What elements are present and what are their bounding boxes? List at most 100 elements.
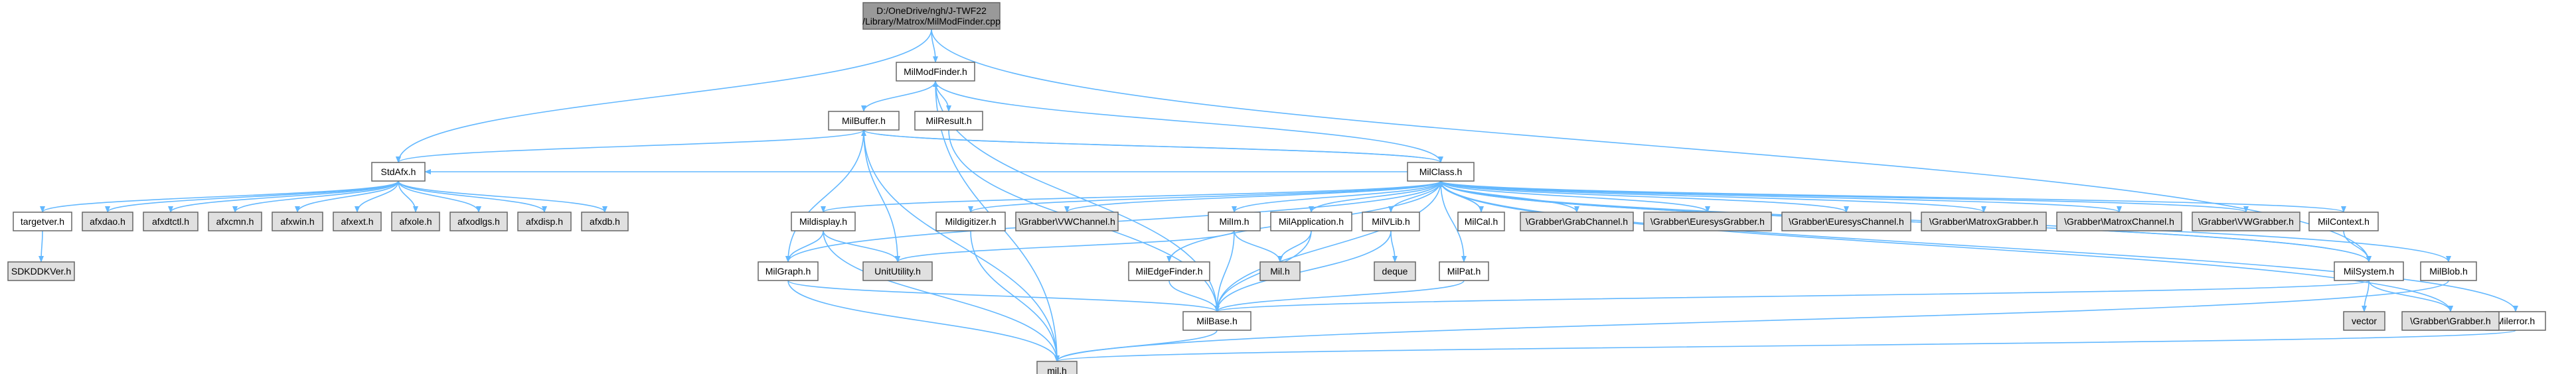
node-box[interactable] xyxy=(1182,311,1251,331)
node-label: afxdao.h xyxy=(90,216,125,227)
node-box[interactable] xyxy=(1407,162,1475,182)
node-box[interactable] xyxy=(2308,212,2379,231)
node-afxcmn_h[interactable]: afxcmn.h xyxy=(208,212,262,231)
node-box[interactable] xyxy=(1128,261,1210,281)
node-box[interactable] xyxy=(1520,212,1634,231)
node-stdafx_h[interactable]: StdAfx.h xyxy=(371,162,426,182)
edge-line xyxy=(1214,230,1392,312)
node-box[interactable] xyxy=(2334,261,2404,281)
node-box[interactable] xyxy=(7,261,75,281)
node-grabber_matroxchannel_h[interactable]: \Grabber\MatroxChannel.h xyxy=(2056,212,2182,231)
node-miledgefinder_h[interactable]: MilEdgeFinder.h xyxy=(1128,261,1210,281)
node-box[interactable] xyxy=(143,212,199,231)
node-milvlib_h[interactable]: MilVLib.h xyxy=(1362,212,1420,231)
node-box[interactable] xyxy=(2056,212,2182,231)
node-box[interactable] xyxy=(272,212,323,231)
node-box[interactable] xyxy=(935,212,1006,231)
node-grabber_vwchannel_h[interactable]: \Grabber\VWChannel.h xyxy=(1015,212,1119,231)
node-mil_h_small[interactable]: Mil.h xyxy=(1259,261,1301,281)
node-grabber_grabber_h[interactable]: \Grabber\Grabber.h xyxy=(2401,311,2500,331)
node-box[interactable] xyxy=(1439,261,1489,281)
node-box[interactable] xyxy=(581,212,629,231)
node-box[interactable] xyxy=(758,261,819,281)
node-milsystem_h[interactable]: MilSystem.h xyxy=(2334,261,2404,281)
node-box[interactable] xyxy=(1036,361,1078,374)
node-afxext_h[interactable]: afxext.h xyxy=(333,212,382,231)
node-box[interactable] xyxy=(1208,212,1261,231)
node-mildigitizer_h[interactable]: Mildigitizer.h xyxy=(935,212,1006,231)
node-box[interactable] xyxy=(517,212,572,231)
node-box[interactable] xyxy=(2401,311,2500,331)
node-mil_h[interactable]: mil.h xyxy=(1036,361,1078,374)
node-box[interactable] xyxy=(333,212,382,231)
edge-line xyxy=(823,230,1060,362)
node-box[interactable] xyxy=(208,212,262,231)
node-box[interactable] xyxy=(449,212,508,231)
edge-milclass_h-to-grabber_matroxgrabber_h xyxy=(1440,180,1986,213)
node-box[interactable] xyxy=(371,162,426,182)
node-milmodfinder_h[interactable]: MilModFinder.h xyxy=(896,62,975,82)
edge-milerror_h-to-mil_h xyxy=(1054,330,2516,362)
node-milgraph_h[interactable]: MilGraph.h xyxy=(758,261,819,281)
node-box[interactable] xyxy=(862,261,933,281)
node-box[interactable] xyxy=(1643,212,1772,231)
edge-line xyxy=(168,180,399,213)
edge-milvlib_h-to-milbase_h xyxy=(1214,230,1392,312)
node-vector[interactable]: vector xyxy=(2343,311,2385,331)
node-box[interactable] xyxy=(2343,311,2385,331)
node-box[interactable] xyxy=(1781,212,1911,231)
edge-milclass_h-to-mildisplay_h xyxy=(821,180,1441,213)
node-box[interactable] xyxy=(914,111,983,131)
node-milresult_h[interactable]: MilResult.h xyxy=(914,111,983,131)
node-box[interactable] xyxy=(1015,212,1119,231)
node-targetver_h[interactable]: targetver.h xyxy=(13,212,72,231)
node-milbase_h[interactable]: MilBase.h xyxy=(1182,311,1251,331)
node-milbuffer_h[interactable]: MilBuffer.h xyxy=(828,111,900,131)
node-box[interactable] xyxy=(1259,261,1301,281)
node-box[interactable] xyxy=(1362,212,1420,231)
node-milcal_h[interactable]: MilCal.h xyxy=(1457,212,1505,231)
node-milpat_h[interactable]: MilPat.h xyxy=(1439,261,1489,281)
node-box[interactable] xyxy=(896,62,975,82)
node-box[interactable] xyxy=(2192,212,2300,231)
node-deque[interactable]: deque xyxy=(1374,261,1416,281)
edge-stdafx_h-to-targetver_h xyxy=(40,180,399,213)
edge-milclass_h-to-milcontext_h xyxy=(1440,180,2346,213)
node-afxdtctl_h[interactable]: afxdtctl.h xyxy=(143,212,199,231)
node-afxdisp_h[interactable]: afxdisp.h xyxy=(517,212,572,231)
node-milapplication_h[interactable]: MilApplication.h xyxy=(1270,212,1352,231)
node-box[interactable] xyxy=(791,212,856,231)
node-box[interactable] xyxy=(1921,212,2047,231)
node-box[interactable] xyxy=(391,212,440,231)
node-box[interactable] xyxy=(862,2,1001,30)
node-afxwin_h[interactable]: afxwin.h xyxy=(272,212,323,231)
node-milclass_h[interactable]: MilClass.h xyxy=(1407,162,1475,182)
node-mildisplay_h[interactable]: Mildisplay.h xyxy=(791,212,856,231)
edge-line xyxy=(396,129,864,163)
node-afxole_h[interactable]: afxole.h xyxy=(391,212,440,231)
node-afxdb_h[interactable]: afxdb.h xyxy=(581,212,629,231)
node-milblob_h[interactable]: MilBlob.h xyxy=(2420,261,2477,281)
node-grabber_euresyschannel_h[interactable]: \Grabber\EuresysChannel.h xyxy=(1781,212,1911,231)
node-afxodlgs_h[interactable]: afxodlgs.h xyxy=(449,212,508,231)
node-box[interactable] xyxy=(828,111,900,131)
node-box[interactable] xyxy=(82,212,133,231)
node-grabber_matroxgrabber_h[interactable]: \Grabber\MatroxGrabber.h xyxy=(1921,212,2047,231)
edge-line xyxy=(821,180,1441,213)
node-grabber_grabchannel_h[interactable]: \Grabber\GrabChannel.h xyxy=(1520,212,1634,231)
node-root[interactable]: D:/OneDrive/ngh/J-TWF22/Library/Matrox/M… xyxy=(862,2,1001,30)
node-milim_h[interactable]: MilIm.h xyxy=(1208,212,1261,231)
edge-line xyxy=(355,180,399,213)
node-milcontext_h[interactable]: MilContext.h xyxy=(2308,212,2379,231)
node-box[interactable] xyxy=(2420,261,2477,281)
node-box[interactable] xyxy=(13,212,72,231)
node-grabber_vwgrabber_h[interactable]: \Grabber\VWGrabber.h xyxy=(2192,212,2300,231)
node-afxdao_h[interactable]: afxdao.h xyxy=(82,212,133,231)
node-sdkddkver_h[interactable]: SDKDDKVer.h xyxy=(7,261,75,281)
node-box[interactable] xyxy=(1270,212,1352,231)
node-grabber_euresysgrabber_h[interactable]: \Grabber\EuresysGrabber.h xyxy=(1643,212,1772,231)
edge-line xyxy=(1214,230,1235,312)
node-box[interactable] xyxy=(1374,261,1416,281)
node-box[interactable] xyxy=(1457,212,1505,231)
node-unitutility_h[interactable]: UnitUtility.h xyxy=(862,261,933,281)
